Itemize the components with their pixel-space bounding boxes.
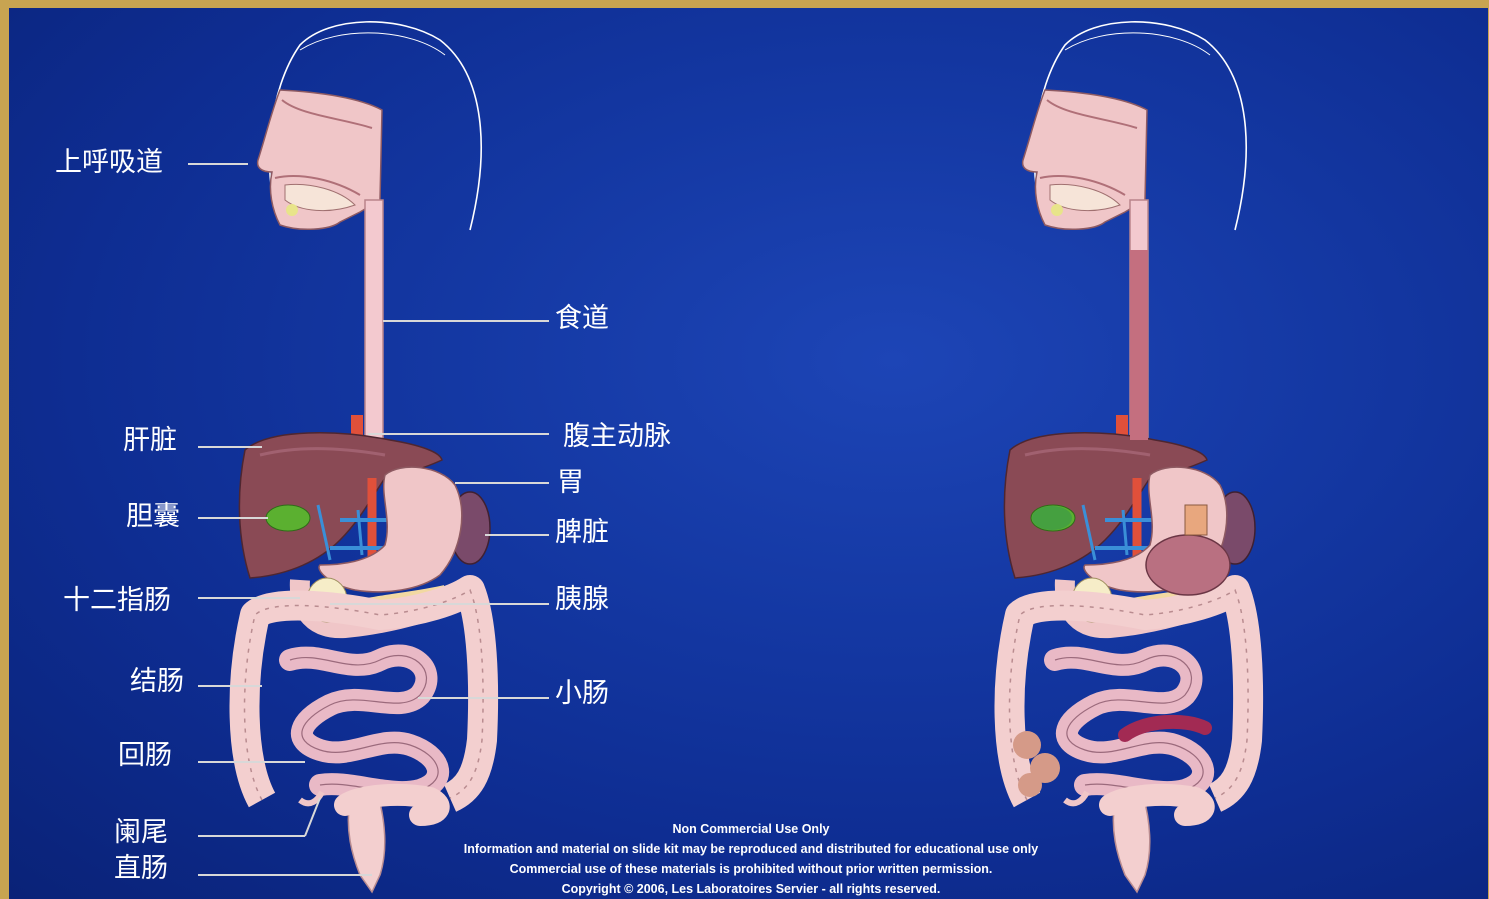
label-gallbladder: 胆囊 bbox=[126, 501, 180, 533]
label-spleen: 脾脏 bbox=[555, 517, 609, 549]
notice-line-1: Non Commercial Use Only bbox=[380, 819, 1122, 839]
label-rectum: 直肠 bbox=[114, 853, 168, 885]
label-ileum: 回肠 bbox=[118, 740, 172, 772]
label-duodenum: 十二指肠 bbox=[63, 585, 171, 617]
label-appendix: 阑尾 bbox=[114, 817, 168, 849]
notice-line-4: Copyright © 2006, Les Laboratoires Servi… bbox=[380, 879, 1122, 899]
label-liver: 肝脏 bbox=[123, 425, 177, 457]
label-upper-respiratory: 上呼吸道 bbox=[55, 147, 163, 179]
label-pancreas: 胰腺 bbox=[555, 584, 609, 616]
copyright-notice: Non Commercial Use Only Information and … bbox=[380, 819, 1122, 899]
label-small-intestine: 小肠 bbox=[555, 678, 609, 710]
label-aorta: 腹主动脉 bbox=[563, 421, 671, 453]
label-stomach: 胃 bbox=[557, 467, 584, 499]
label-esophagus: 食道 bbox=[555, 303, 609, 335]
notice-line-2: Information and material on slide kit ma… bbox=[380, 839, 1122, 859]
label-colon: 结肠 bbox=[130, 666, 184, 698]
notice-line-3: Commercial use of these materials is pro… bbox=[380, 859, 1122, 879]
